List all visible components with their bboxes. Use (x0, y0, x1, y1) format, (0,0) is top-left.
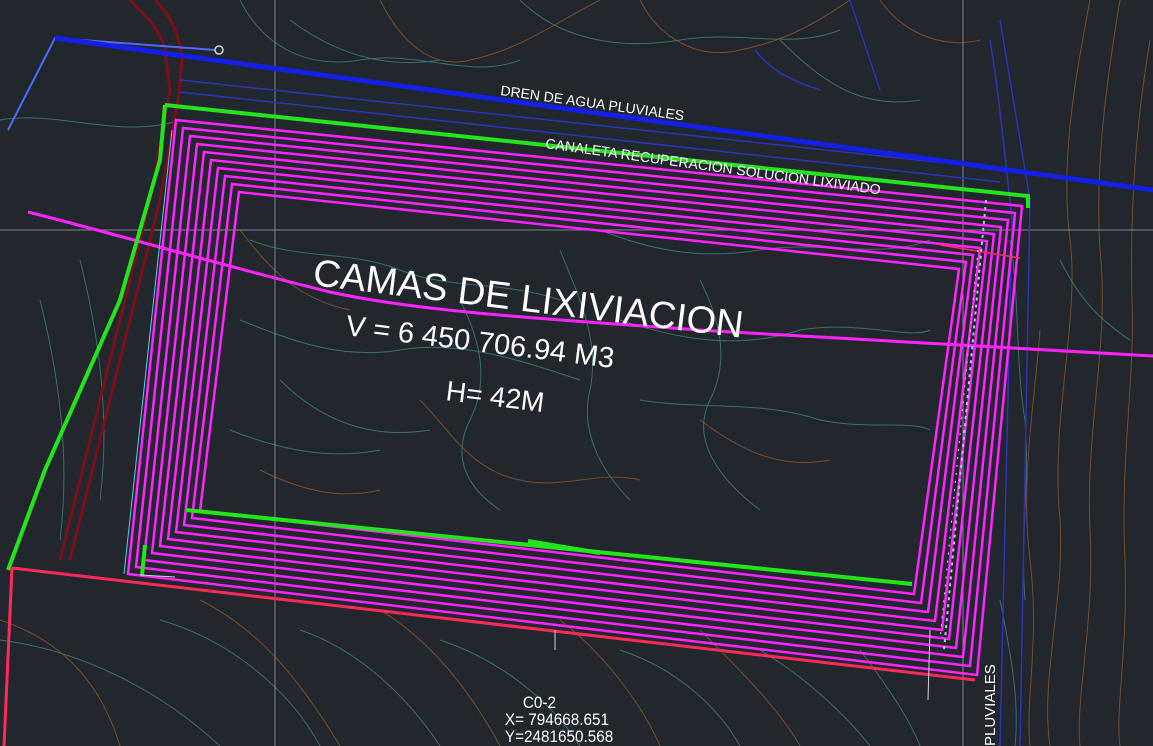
recovery-channel-marks (939, 249, 979, 641)
pad-edge-cyan (123, 129, 173, 575)
road-alignment (58, 0, 184, 561)
control-point-x: X= 794668.651 (505, 710, 609, 729)
green-boundary (6, 103, 1030, 586)
control-point-name: C0-2 (523, 693, 556, 712)
control-point: C0-2 X= 794668.651 Y=2481650.568 (505, 693, 613, 746)
leach-pad-benches (126, 118, 1024, 677)
small-markers (139, 574, 931, 701)
control-point-y: Y=2481650.568 (505, 727, 613, 746)
thin-blue-lines (179, 0, 1031, 746)
side-label: PLUVIALES (982, 664, 999, 746)
red-boundary (2, 244, 1021, 746)
section-line (27, 210, 1153, 358)
rain-drain-line (54, 35, 1153, 193)
recovery-channel-right (943, 199, 987, 651)
